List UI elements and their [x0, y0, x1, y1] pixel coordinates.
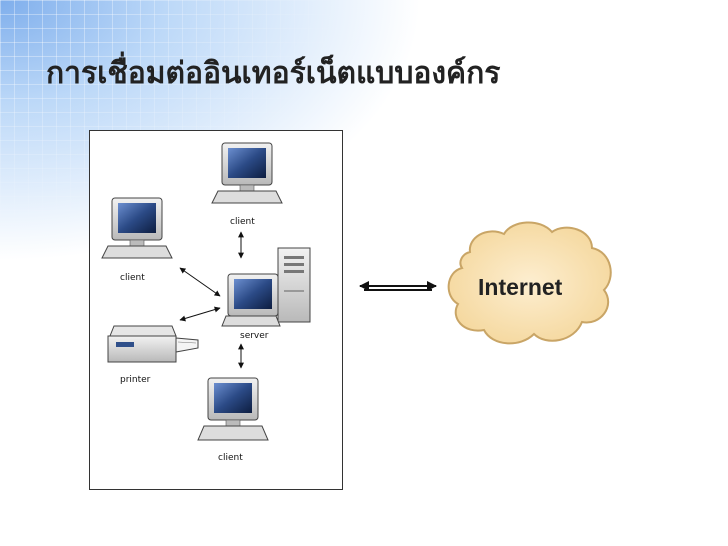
- client-top-label: client: [230, 217, 255, 227]
- internet-label: Internet: [478, 274, 563, 300]
- internet-cloud-icon: [447, 221, 612, 345]
- network-internet-double-arrow: [359, 281, 437, 291]
- printer-icon: [107, 325, 199, 363]
- client-bottom-computer-icon: [197, 377, 269, 441]
- arrow-server-client-left: [179, 267, 221, 297]
- server-computer-icon: [221, 247, 311, 327]
- slide-title: การเชื่อมต่ออินเทอร์เน็ตแบบองค์กร: [46, 56, 501, 91]
- arrow-server-printer: [179, 306, 221, 322]
- server-label: server: [240, 331, 269, 341]
- printer-label: printer: [120, 375, 151, 385]
- client-left-label: client: [120, 273, 145, 283]
- client-left-computer-icon: [101, 197, 173, 259]
- client-top-computer-icon: [211, 142, 283, 204]
- client-bottom-label: client: [218, 453, 243, 463]
